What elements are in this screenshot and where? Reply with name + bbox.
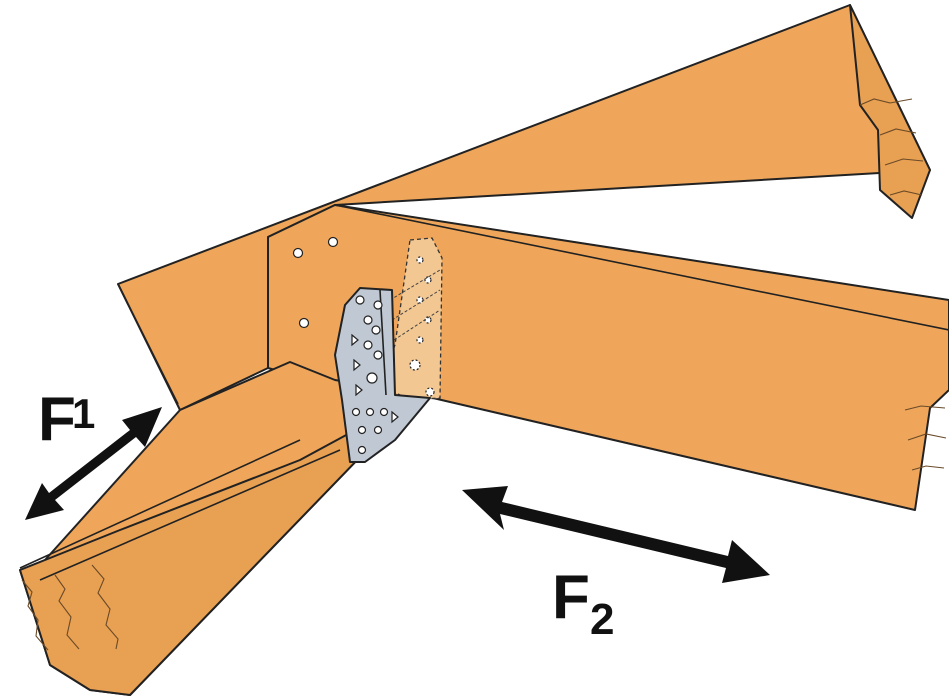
plate-connector bbox=[334, 287, 431, 463]
plate-center-hole bbox=[366, 372, 378, 384]
beam-hole bbox=[327, 236, 339, 248]
force-arrow-f2: F 2 bbox=[462, 486, 770, 644]
triangle-hole bbox=[351, 333, 359, 347]
joist bbox=[19, 361, 421, 696]
f2-double-arrow bbox=[462, 486, 770, 583]
f1-subscript: 1 bbox=[72, 390, 95, 437]
nail-hole bbox=[363, 315, 373, 325]
beam-face-holes bbox=[292, 236, 339, 329]
nail-hole bbox=[355, 295, 365, 305]
nail-hole bbox=[365, 407, 375, 417]
plate-triangle-holes bbox=[351, 333, 399, 424]
triangle-hole bbox=[391, 410, 399, 424]
hidden-nail-holes bbox=[409, 256, 435, 397]
nail-hole bbox=[373, 350, 383, 360]
f2-subscript: 2 bbox=[590, 595, 614, 644]
rafter-bottom-edge bbox=[117, 283, 179, 405]
triangle-hole bbox=[355, 383, 363, 397]
nail-hole bbox=[373, 300, 383, 310]
beam-hole bbox=[298, 317, 310, 329]
joist-end-grain bbox=[21, 564, 119, 651]
f2-letter: F bbox=[552, 563, 590, 632]
nail-hole bbox=[351, 407, 361, 417]
plate-nail-holes bbox=[351, 295, 389, 455]
hidden-hole bbox=[425, 387, 435, 397]
hidden-hole bbox=[416, 336, 424, 344]
rafter-end-grain bbox=[859, 98, 924, 196]
hidden-hole bbox=[409, 359, 421, 371]
hidden-hole bbox=[416, 296, 424, 304]
joist-edges bbox=[19, 439, 341, 581]
force-arrow-f1: F 1 bbox=[25, 385, 162, 520]
triangle-hole bbox=[353, 358, 361, 372]
nail-hole bbox=[379, 407, 389, 417]
nail-hole bbox=[373, 425, 383, 435]
f1-double-arrow bbox=[25, 407, 162, 520]
nail-hole bbox=[363, 340, 373, 350]
hidden-plate-bend-lines bbox=[389, 269, 441, 341]
nail-hole bbox=[371, 325, 381, 335]
plate-body bbox=[334, 287, 431, 463]
nail-hole bbox=[357, 425, 367, 435]
header-beam-end-grain bbox=[904, 405, 947, 471]
joist-side-face bbox=[19, 394, 421, 696]
nail-hole bbox=[357, 445, 367, 455]
beam-hole bbox=[292, 247, 304, 259]
hidden-hole bbox=[416, 256, 424, 264]
header-beam-top-edge bbox=[334, 204, 949, 331]
f1-letter: F bbox=[38, 385, 76, 454]
